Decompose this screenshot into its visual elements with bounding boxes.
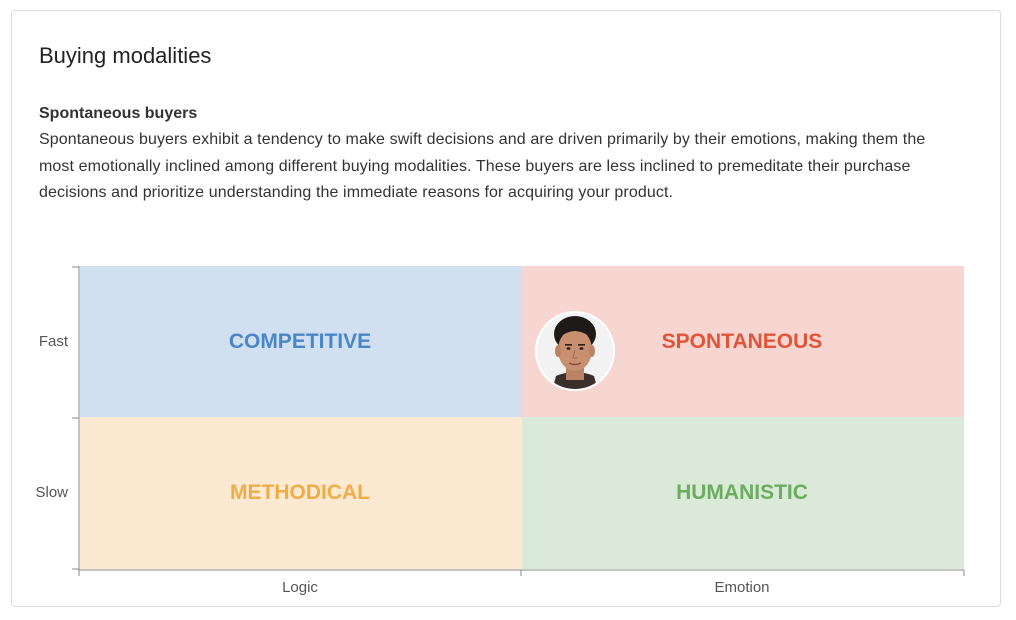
quadrant-competitive (80, 266, 522, 417)
quadrant-label-methodical: METHODICAL (230, 481, 370, 504)
card-title: Buying modalities (39, 43, 212, 68)
modality-description: Spontaneous buyers exhibit a tendency to… (39, 131, 926, 201)
person-avatar-icon (535, 311, 615, 391)
quadrant-label-spontaneous: SPONTANEOUS (662, 330, 823, 353)
x-tick-label-logic: Logic (282, 579, 318, 596)
quadrant-label-humanistic: HUMANISTIC (676, 481, 808, 504)
x-tick-label-emotion: Emotion (714, 579, 769, 596)
quadrant-methodical (80, 417, 522, 569)
quadrant-humanistic (522, 417, 964, 569)
quadrant-label-competitive: COMPETITIVE (229, 330, 371, 353)
modality-subheading: Spontaneous buyers (39, 105, 198, 122)
y-tick-label-fast: Fast (39, 333, 69, 350)
y-tick-label-slow: Slow (35, 484, 68, 501)
